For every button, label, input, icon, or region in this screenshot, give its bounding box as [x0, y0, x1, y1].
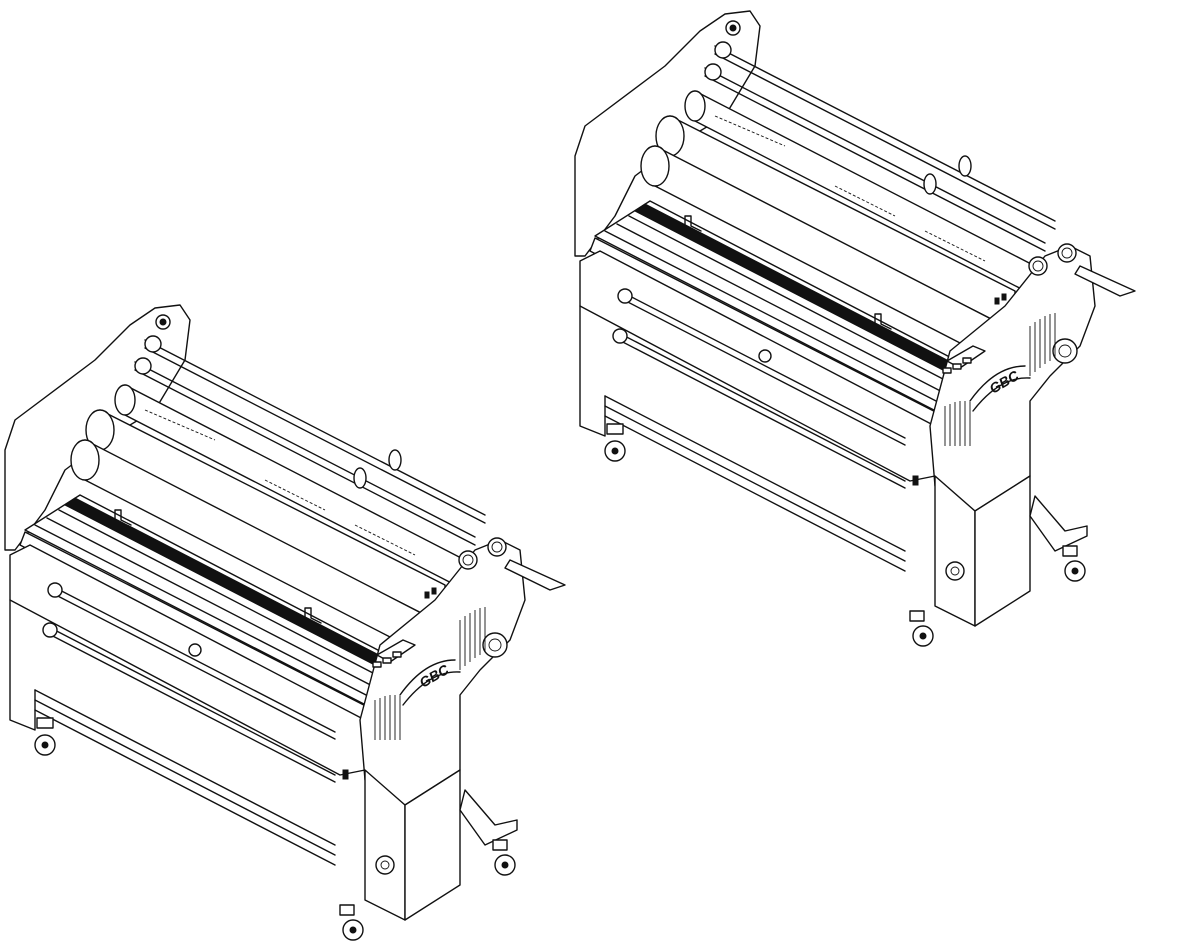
laminator-front-view: GBC — [4, 304, 566, 941]
laminator-rear-view: GBC — [574, 10, 1136, 647]
